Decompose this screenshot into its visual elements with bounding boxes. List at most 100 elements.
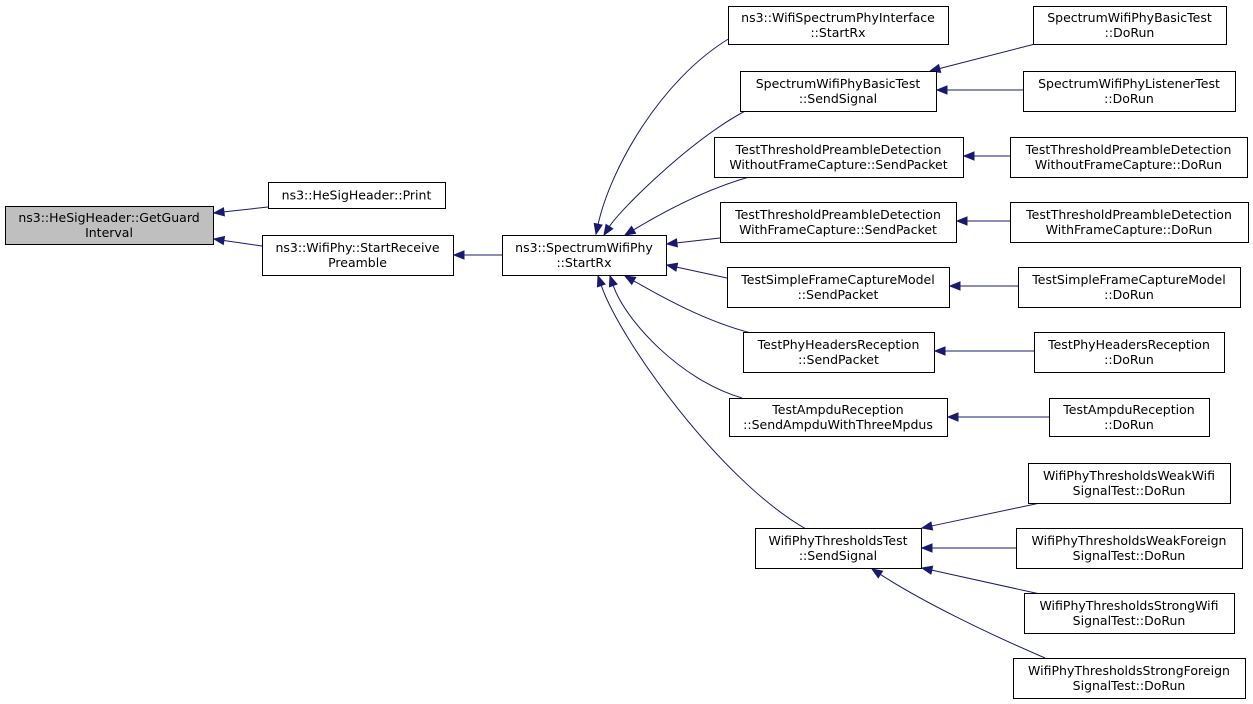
edge-basicdorun-to-basicsendsignal: [928, 43, 1036, 73]
edge-nocapdorun-to-nocapsend: [962, 151, 1010, 161]
node-capdorun[interactable]: TestThresholdPreambleDetectionWithFrameC…: [1010, 202, 1249, 243]
edge-basicsendsignal-to-spectrumstartrx: [603, 109, 748, 237]
node-label: ::StartRx: [556, 255, 611, 270]
node-box: [720, 202, 957, 243]
node-label: WifiPhyThresholdsStrongWifi: [1039, 598, 1218, 613]
node-label: SpectrumWifiPhyBasicTest: [1047, 10, 1212, 25]
node-capsend[interactable]: TestThresholdPreambleDetectionWithFrameC…: [720, 202, 957, 243]
node-box: [714, 137, 964, 178]
edge-nocapsend-to-spectrumstartrx: [623, 175, 754, 236]
node-box: [502, 235, 667, 276]
node-label: WithoutFrameCapture::SendPacket: [729, 157, 947, 172]
edge-headerssend-to-spectrumstartrx: [623, 275, 752, 334]
node-label: ::DoRun: [1104, 287, 1154, 302]
node-label: ::SendPacket: [798, 352, 879, 367]
node-box: [262, 235, 454, 276]
edge-interfacestartrx-to-spectrumstartrx: [593, 37, 731, 236]
node-nocapdorun[interactable]: TestThresholdPreambleDetectionWithoutFra…: [1010, 137, 1248, 178]
edge-capdorun-to-capsend: [955, 216, 1010, 226]
node-basicsendsignal[interactable]: SpectrumWifiPhyBasicTest::SendSignal: [740, 71, 937, 112]
node-basicdorun[interactable]: SpectrumWifiPhyBasicTest::DoRun: [1033, 6, 1227, 45]
node-strongwifi[interactable]: WifiPhyThresholdsStrongWifiSignalTest::D…: [1024, 593, 1235, 634]
node-label: ns3::HeSigHeader::GetGuard: [18, 210, 199, 225]
node-label: SpectrumWifiPhyBasicTest: [756, 76, 921, 91]
node-label: WifiPhyThresholdsWeakForeign: [1032, 533, 1227, 548]
node-label: TestAmpduReception: [1062, 402, 1194, 417]
edge-capsend-to-spectrumstartrx: [665, 237, 721, 248]
node-label: WithoutFrameCapture::DoRun: [1035, 157, 1222, 172]
edges-layer: [212, 37, 1049, 659]
node-weakforeign[interactable]: WifiPhyThresholdsWeakForeignSignalTest::…: [1016, 528, 1243, 569]
node-weakwifi[interactable]: WifiPhyThresholdsWeakWifiSignalTest::DoR…: [1028, 463, 1231, 504]
node-label: ns3::WifiPhy::StartReceive: [275, 240, 439, 255]
node-simplecapdorun[interactable]: TestSimpleFrameCaptureModel::DoRun: [1018, 267, 1241, 308]
node-print[interactable]: ns3::HeSigHeader::Print: [268, 182, 446, 209]
node-label: WifiPhyThresholdsStrongForeign: [1028, 663, 1230, 678]
node-label: ::DoRun: [1104, 417, 1154, 432]
node-label: ::DoRun: [1104, 91, 1154, 106]
node-label: TestThresholdPreambleDetection: [734, 207, 941, 222]
node-label: ::SendPacket: [798, 287, 879, 302]
node-label: SignalTest::DoRun: [1073, 483, 1186, 498]
node-label: SignalTest::DoRun: [1073, 613, 1186, 628]
node-listenerdorun[interactable]: SpectrumWifiPhyListenerTest::DoRun: [1023, 71, 1236, 112]
node-label: WithFrameCapture::DoRun: [1046, 222, 1213, 237]
node-box: [1013, 658, 1246, 699]
node-box: [1033, 6, 1227, 45]
node-headerssend[interactable]: TestPhyHeadersReception::SendPacket: [743, 332, 935, 373]
edge-listenerdorun-to-basicsendsignal: [935, 85, 1023, 95]
node-box: [1016, 528, 1243, 569]
node-box: [1023, 71, 1236, 112]
node-label: TestPhyHeadersReception: [757, 337, 920, 352]
node-label: ::SendAmpduWithThreeMpdus: [743, 417, 933, 432]
edge-print-to-root: [212, 206, 269, 217]
node-box: [755, 528, 922, 569]
node-label: ::StartRx: [810, 25, 865, 40]
node-label: ::SendSignal: [799, 91, 877, 106]
node-box: [1034, 332, 1225, 373]
edge-thresholdssend-to-spectrumstartrx: [596, 274, 807, 530]
node-box: [1010, 202, 1249, 243]
node-box: [268, 182, 446, 209]
node-label: ::SendSignal: [799, 548, 877, 563]
node-label: ns3::WifiSpectrumPhyInterface: [741, 10, 935, 25]
node-thresholdssend[interactable]: WifiPhyThresholdsTest::SendSignal: [755, 528, 922, 569]
node-box: [1049, 398, 1210, 437]
edge-simplecapdorun-to-simplecapsend: [948, 281, 1018, 291]
node-label: WifiPhyThresholdsWeakWifi: [1043, 468, 1215, 483]
node-ampdusend[interactable]: TestAmpduReception::SendAmpduWithThreeMp…: [729, 398, 948, 437]
node-label: WifiPhyThresholdsTest: [768, 533, 907, 548]
node-box: [740, 71, 937, 112]
node-spectrumstartrx[interactable]: ns3::SpectrumWifiPhy::StartRx: [502, 235, 667, 276]
node-label: TestThresholdPreambleDetection: [1025, 207, 1232, 222]
node-label: TestThresholdPreambleDetection: [1025, 142, 1232, 157]
node-nocapsend[interactable]: TestThresholdPreambleDetectionWithoutFra…: [714, 137, 964, 178]
node-ampdudorun[interactable]: TestAmpduReception::DoRun: [1049, 398, 1210, 437]
node-label: Interval: [85, 225, 133, 240]
node-label: SpectrumWifiPhyListenerTest: [1038, 76, 1220, 91]
edge-ampdudorun-to-ampdusend: [946, 412, 1049, 422]
node-box: [727, 267, 950, 308]
node-headersdorun[interactable]: TestPhyHeadersReception::DoRun: [1034, 332, 1225, 373]
nodes-layer: ns3::HeSigHeader::GetGuardIntervalns3::H…: [5, 6, 1249, 699]
node-label: ::DoRun: [1104, 352, 1154, 367]
edge-weakforeign-to-thresholdssend: [920, 543, 1016, 553]
edge-startreceive-to-root: [212, 235, 263, 247]
node-label: WithFrameCapture::SendPacket: [739, 222, 937, 237]
node-strongforeign[interactable]: WifiPhyThresholdsStrongForeignSignalTest…: [1013, 658, 1246, 699]
node-box: [1010, 137, 1248, 178]
node-label: ns3::SpectrumWifiPhy: [515, 240, 653, 255]
node-box: [5, 206, 214, 245]
node-box: [743, 332, 935, 373]
node-simplecapsend[interactable]: TestSimpleFrameCaptureModel::SendPacket: [727, 267, 950, 308]
node-label: TestThresholdPreambleDetection: [735, 142, 942, 157]
edge-weakwifi-to-thresholdssend: [920, 502, 1041, 531]
node-interfacestartrx[interactable]: ns3::WifiSpectrumPhyInterface::StartRx: [728, 6, 949, 45]
node-label: TestSimpleFrameCaptureModel: [1031, 272, 1225, 287]
node-label: ::DoRun: [1105, 25, 1155, 40]
node-label: SignalTest::DoRun: [1073, 548, 1186, 563]
node-box: [1018, 267, 1241, 308]
